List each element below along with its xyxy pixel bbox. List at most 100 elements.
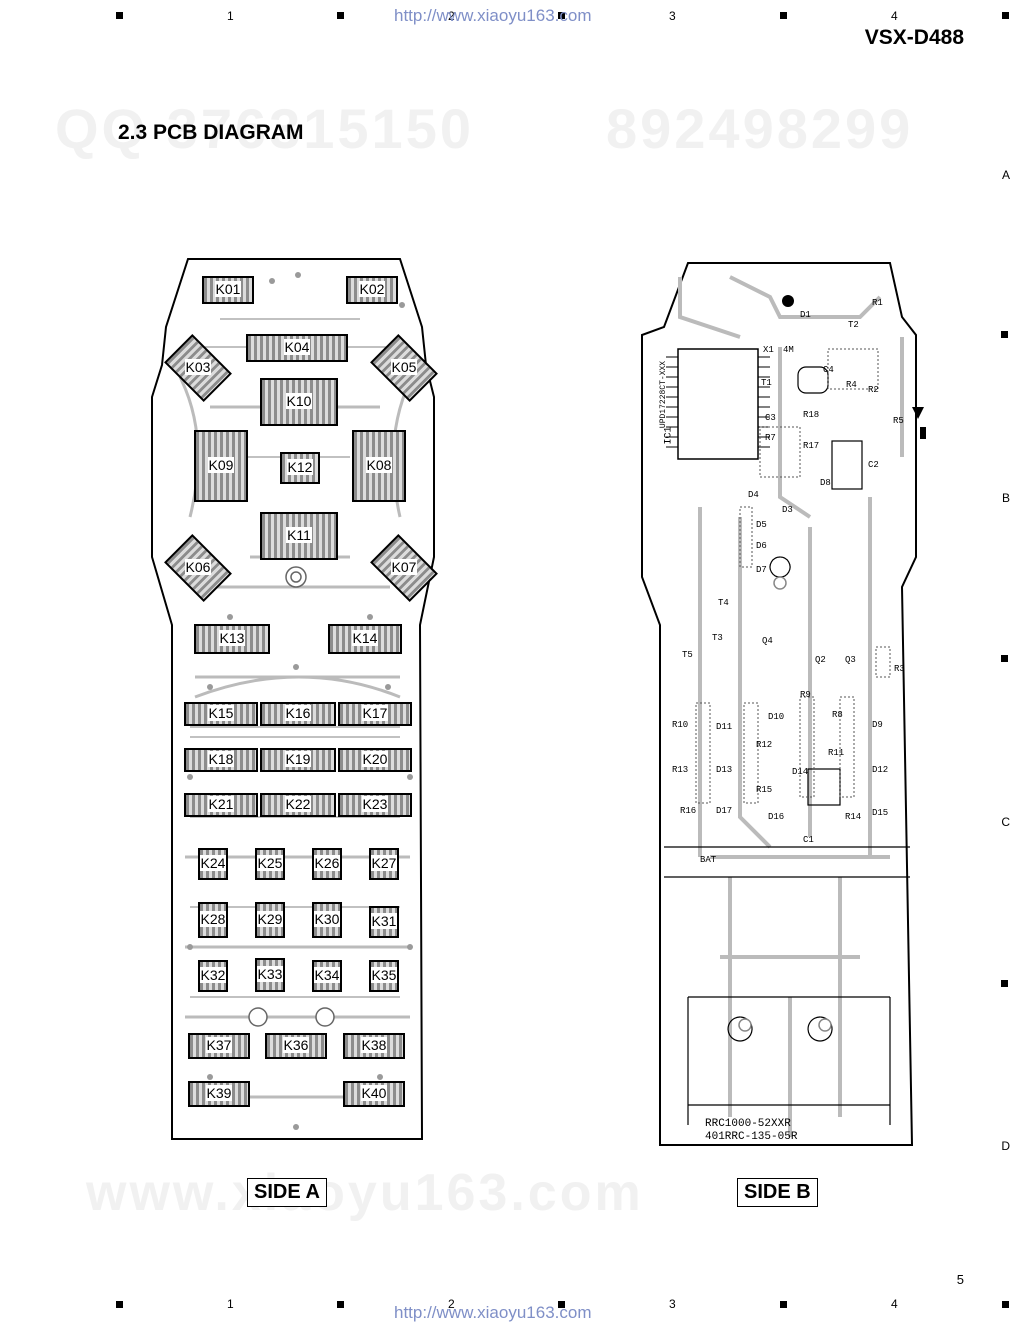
component-label-r10: R10 [672, 720, 689, 730]
key-label-k15: K15 [207, 705, 235, 721]
side-b-label: SIDE B [737, 1178, 818, 1207]
component-label-r16: R16 [680, 806, 697, 816]
row-letter-a: A [1001, 168, 1010, 182]
crop-mark [337, 12, 344, 19]
crop-mark [558, 12, 565, 19]
key-label-k30: K30 [313, 911, 341, 927]
key-label-k23: K23 [361, 796, 389, 812]
key-label-k19: K19 [284, 751, 312, 767]
component-label-c1: C1 [803, 835, 814, 845]
key-label-k39: K39 [205, 1085, 233, 1101]
key-label-k27: K27 [370, 855, 398, 871]
key-label-k20: K20 [361, 751, 389, 767]
footer-column-number-2: 2 [448, 1297, 455, 1311]
component-label-d1: D1 [800, 310, 811, 320]
component-label-d5: D5 [756, 520, 767, 530]
component-label-c4: C4 [823, 365, 834, 375]
component-label-r3: R3 [894, 664, 905, 674]
key-label-k06: K06 [184, 559, 212, 575]
component-label-d17: D17 [716, 806, 733, 816]
component-label-r15: R15 [756, 785, 773, 795]
key-label-k09: K09 [207, 457, 235, 473]
component-label-r11: R11 [828, 748, 845, 758]
footer-url-link[interactable]: http://www.xiaoyu163.com [394, 1303, 592, 1322]
component-label-c3: C3 [765, 413, 776, 423]
key-label-k12: K12 [286, 459, 314, 475]
component-label-q3: Q3 [845, 655, 856, 665]
row-letter-d: D [1001, 1139, 1010, 1153]
board-text-2: 401RRC-135-05R [705, 1131, 798, 1143]
crop-mark [558, 1301, 565, 1308]
key-label-k24: K24 [199, 855, 227, 871]
crop-mark [116, 1301, 123, 1308]
footer-column-number-3: 3 [669, 1297, 676, 1311]
component-label-t1: T1 [761, 378, 772, 388]
crop-mark [337, 1301, 344, 1308]
crop-mark [1002, 12, 1009, 19]
component-label-r13: R13 [672, 765, 689, 775]
key-label-k16: K16 [284, 705, 312, 721]
component-label-r14: R14 [845, 812, 862, 822]
key-pad-k01 [202, 276, 254, 304]
key-label-k32: K32 [199, 967, 227, 983]
component-label-r18: R18 [803, 410, 820, 420]
component-label-d3: D3 [782, 505, 793, 515]
key-label-k13: K13 [218, 630, 246, 646]
component-label-d15: D15 [872, 808, 889, 818]
key-label-k25: K25 [256, 855, 284, 871]
component-label-q4: Q4 [762, 636, 773, 646]
key-pad-k09 [194, 430, 248, 502]
side-a-label: SIDE A [247, 1178, 327, 1207]
key-label-k37: K37 [205, 1037, 233, 1053]
key-label-k28: K28 [199, 911, 227, 927]
key-label-k21: K21 [207, 796, 235, 812]
key-label-k05: K05 [390, 359, 418, 375]
key-label-k18: K18 [207, 751, 235, 767]
crop-mark [1001, 655, 1008, 662]
key-label-k33: K33 [256, 966, 284, 982]
component-label-d9: D9 [872, 720, 883, 730]
key-label-k03: K03 [184, 359, 212, 375]
component-label-r5: R5 [893, 416, 904, 426]
component-label-r8: R8 [832, 710, 843, 720]
key-label-k08: K08 [365, 457, 393, 473]
watermark-number: 892498299 [606, 97, 914, 160]
component-label-r7: R7 [765, 433, 776, 443]
crop-mark [780, 12, 787, 19]
row-letter-b: B [1001, 491, 1010, 505]
column-number-3: 3 [669, 9, 676, 23]
component-label-t2: T2 [848, 320, 859, 330]
model-number: VSX-D488 [864, 26, 964, 49]
key-label-k07: K07 [390, 559, 418, 575]
ic-label: IC1 [663, 426, 675, 445]
ic-part-number: UPD17228CT-XXX [659, 360, 669, 429]
key-label-k22: K22 [284, 796, 312, 812]
component-label-d7: D7 [756, 565, 767, 575]
section-title: 2.3 PCB DIAGRAM [118, 121, 304, 144]
board-text-1: RRC1000-52XXR [705, 1118, 791, 1130]
key-label-k26: K26 [313, 855, 341, 871]
component-label-r9: R9 [800, 690, 811, 700]
crop-mark [780, 1301, 787, 1308]
component-label-c2: C2 [868, 460, 879, 470]
pcb-side-b [641, 262, 926, 1146]
key-label-k38: K38 [360, 1037, 388, 1053]
crop-mark [1001, 331, 1008, 338]
component-label-t5: T5 [682, 650, 693, 660]
key-label-k02: K02 [358, 281, 386, 297]
component-label-d16: D16 [768, 812, 785, 822]
component-label-r1: R1 [872, 298, 883, 308]
component-label-t3: T3 [712, 633, 723, 643]
key-label-k10: K10 [285, 393, 313, 409]
crop-mark [1002, 1301, 1009, 1308]
component-label-q2: Q2 [815, 655, 826, 665]
component-label-r2: R2 [868, 385, 879, 395]
component-label-4m: 4M [783, 345, 794, 355]
header-url-link[interactable]: http://www.xiaoyu163.com [394, 6, 592, 25]
component-label-d13: D13 [716, 765, 733, 775]
component-label-r12: R12 [756, 740, 773, 750]
key-label-k34: K34 [313, 967, 341, 983]
component-label-d4: D4 [748, 490, 759, 500]
component-label-r4: R4 [846, 380, 857, 390]
component-label-d12: D12 [872, 765, 889, 775]
